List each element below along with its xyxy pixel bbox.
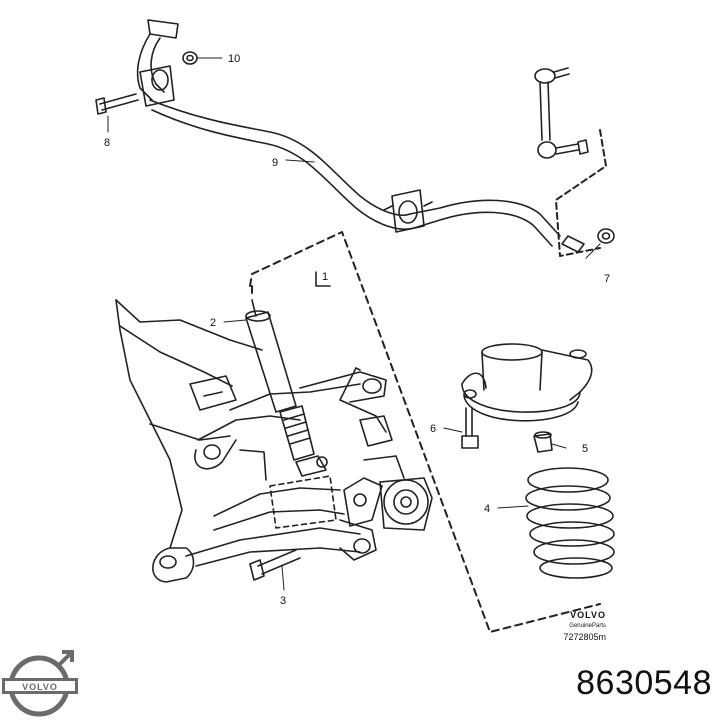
- callout-2: 2: [210, 317, 216, 329]
- callout-4: 4: [484, 503, 490, 515]
- callout-5: 5: [582, 443, 588, 455]
- bracket-1: [315, 271, 331, 287]
- stamp-reference: 7272805m: [563, 632, 606, 642]
- stabilizer-link: [534, 67, 589, 159]
- part-number: 8630548: [576, 664, 712, 702]
- callout-1: 1: [322, 271, 328, 283]
- bump-stop-5: [533, 431, 553, 453]
- stabilizer-bar: [136, 19, 561, 247]
- callout-6: 6: [430, 423, 436, 435]
- wheel-hub-knuckle: [339, 415, 433, 561]
- rear-subframe: [115, 299, 387, 583]
- callout-10: 10: [228, 53, 240, 65]
- logo-wordmark: VOLVO: [22, 682, 58, 692]
- assembly-1-dashed-frame: [249, 231, 601, 633]
- link-dashed-leader: [555, 129, 607, 257]
- nut-10: [182, 51, 198, 65]
- callout-3: 3: [280, 595, 286, 607]
- shock-absorber: [245, 299, 328, 477]
- bolt-8: [95, 93, 139, 115]
- genuine-parts-stamp: VOLVO GenuineParts 7272805m: [536, 610, 606, 643]
- bolt-6: [461, 407, 479, 449]
- volvo-logo: VOLVO: [2, 650, 78, 717]
- callout-7: 7: [604, 273, 610, 285]
- nut-7: [561, 228, 615, 253]
- leader-lines: [107, 57, 601, 591]
- callout-8: 8: [104, 137, 110, 149]
- callout-9: 9: [272, 157, 278, 169]
- spring-seat: [461, 343, 593, 422]
- coil-spring: [525, 467, 615, 579]
- stamp-genuine: GenuineParts: [569, 623, 606, 629]
- stamp-brand: VOLVO: [570, 610, 606, 620]
- bolt-3: [249, 549, 301, 581]
